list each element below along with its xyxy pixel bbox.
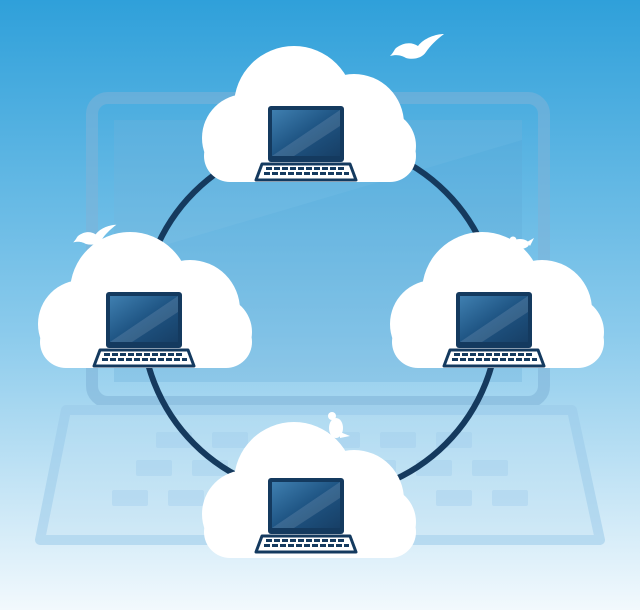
perched-bird-icon (328, 412, 350, 438)
laptop-icon (442, 290, 546, 368)
laptop-icon (92, 290, 196, 368)
laptop-icon (254, 476, 358, 554)
perched-bird-icon (509, 236, 534, 249)
laptop-icon (254, 104, 358, 182)
